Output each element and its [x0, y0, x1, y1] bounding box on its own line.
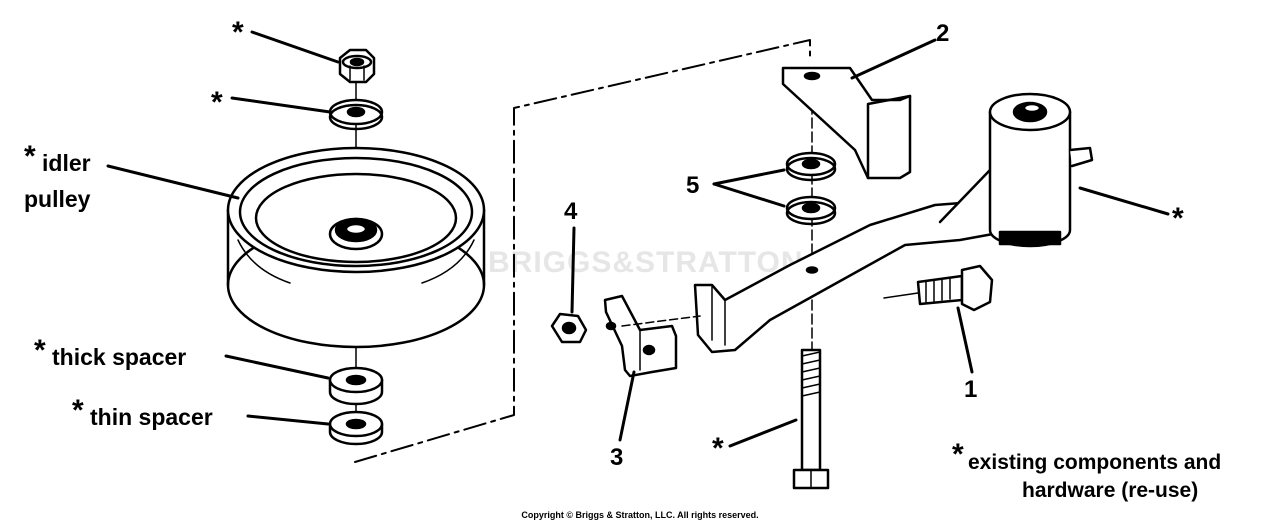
- asterisk-thin-spacer: *: [72, 394, 84, 427]
- asterisk-thick-spacer: *: [34, 334, 46, 367]
- part-3-dash: [621, 315, 701, 327]
- asterisk-top-washer: *: [211, 86, 223, 119]
- idler-arm: [693, 92, 1094, 354]
- idler-pulley: [226, 146, 486, 349]
- idler-pulley-label-line1: idler: [42, 150, 91, 176]
- part-1-bolt: [883, 264, 994, 312]
- watermark: BRIGGS&STRATTON: [488, 246, 804, 279]
- assembly-dash-line: [354, 39, 811, 463]
- idler-pulley-label-line2: pulley: [24, 186, 91, 212]
- note-line2: hardware (re-use): [1022, 479, 1199, 502]
- part-2-bracket: [781, 66, 912, 180]
- part-1-label: 1: [964, 376, 978, 403]
- asterisk-top-nut: *: [232, 16, 244, 49]
- part-5-washers: [785, 151, 837, 226]
- leader-part-5a: [712, 168, 786, 186]
- leader-part-4: [570, 226, 576, 314]
- part-3-label: 3: [610, 444, 624, 471]
- leader-part-5b: [712, 182, 786, 208]
- asterisk-idler-pulley: *: [24, 140, 36, 173]
- part-3-bracket: [603, 294, 678, 378]
- part-4-label: 4: [564, 198, 578, 225]
- top-nut: [338, 48, 376, 84]
- note-line1: existing components and: [968, 451, 1222, 474]
- thin-spacer: [328, 410, 384, 446]
- thick-spacer-label: thick spacer: [52, 344, 187, 370]
- thick-spacer: [328, 366, 384, 406]
- leader-long-bolt: [728, 418, 798, 448]
- leader-top-washer: [230, 96, 332, 114]
- part-4-nut: [550, 312, 588, 344]
- leader-top-nut: [250, 30, 340, 64]
- part-5-label: 5: [686, 172, 700, 199]
- leader-arm-cylinder: [1078, 186, 1170, 216]
- asterisk-long-bolt: *: [712, 432, 724, 465]
- leader-part-3: [618, 370, 636, 442]
- leader-part-2: [850, 38, 937, 80]
- asterisk-note: *: [952, 438, 964, 471]
- leader-thin-spacer: [246, 414, 330, 426]
- leader-part-1: [956, 306, 974, 374]
- leader-thick-spacer: [224, 354, 330, 380]
- copyright-text: Copyright © Briggs & Stratton, LLC. All …: [521, 510, 759, 520]
- top-washer: [328, 98, 384, 131]
- thin-spacer-label: thin spacer: [90, 404, 213, 430]
- part-2-label: 2: [936, 20, 950, 47]
- leader-idler-pulley: [106, 164, 240, 200]
- asterisk-arm-cylinder: *: [1172, 202, 1184, 235]
- long-bolt: [792, 348, 830, 490]
